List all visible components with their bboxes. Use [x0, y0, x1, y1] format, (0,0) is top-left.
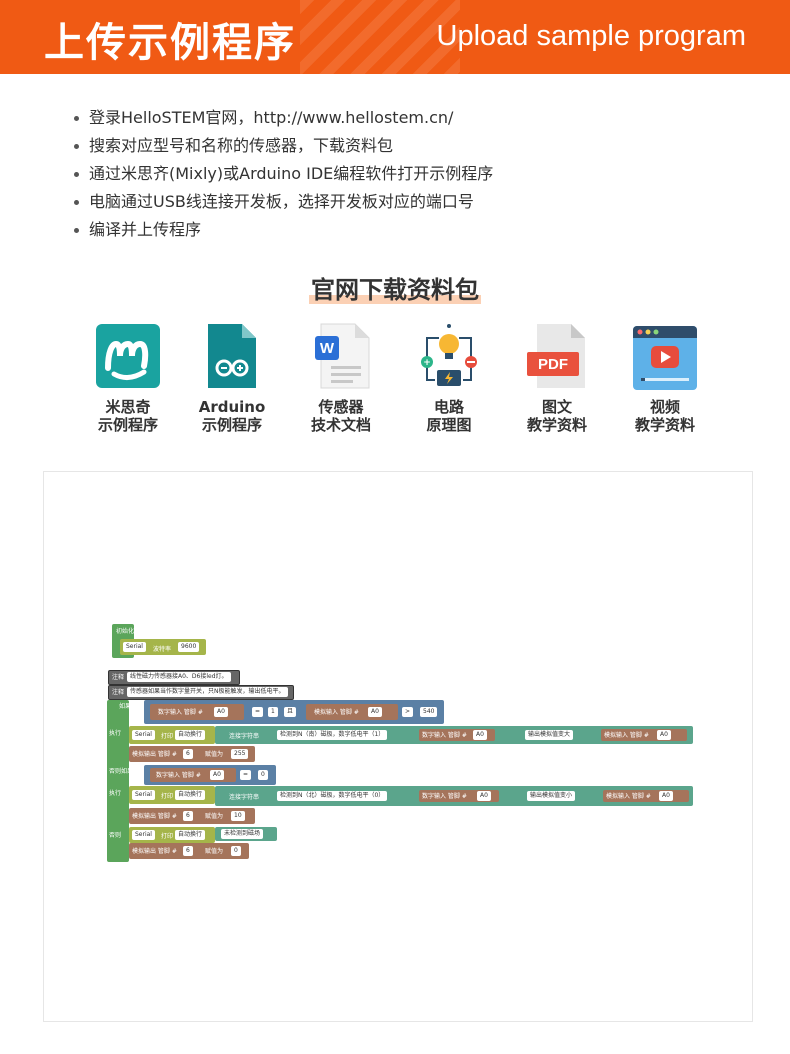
digital-read-block[interactable]: 数字输入 管脚 # A0: [419, 790, 499, 802]
analog-read-block[interactable]: 模拟输入 管脚 # A0: [601, 729, 687, 741]
header-banner: 上传示例程序 Upload sample program: [0, 0, 790, 74]
pdf-icon: PDF: [523, 322, 591, 390]
step-text: 登录HelloSTEM官网，http://www.hellostem.cn/: [89, 108, 454, 127]
header-title-en: Upload sample program: [436, 20, 746, 52]
string-literal-block[interactable]: 未检测到磁场: [215, 827, 277, 841]
step-text: 编译并上传程序: [89, 220, 202, 239]
step-text: 搜索对应型号和名称的传感器，下载资料包: [89, 136, 394, 155]
word-icon-letter: W: [320, 340, 335, 357]
circuit-icon: +: [415, 322, 483, 390]
video-icon: [631, 322, 699, 390]
header-stripes-decoration: [300, 0, 460, 74]
analog-write-block[interactable]: 模拟输出 管脚 # 6 赋值为 255: [129, 746, 255, 762]
download-section-title: 官网下载资料包: [0, 270, 790, 305]
baud-field: 9600: [178, 642, 200, 652]
mixly-icon: [94, 322, 162, 390]
resource-mixly[interactable]: 米思奇示例程序: [68, 322, 188, 434]
bullet-icon: [74, 116, 79, 121]
header-title-cn: 上传示例程序: [44, 20, 296, 66]
if-else-block[interactable]: 如果 执行 否则如果 执行 否则: [107, 700, 133, 862]
step-item: 电脑通过USB线连接开发板，选择开发板对应的端口号: [74, 188, 493, 216]
digital-read-block[interactable]: 数字输入 管脚 # A0: [419, 729, 495, 741]
serial-print-block[interactable]: Serial 打印 自动换行: [129, 786, 215, 804]
bullet-icon: [74, 144, 79, 149]
condition-and-block[interactable]: 数字输入 管脚 # A0 = 1 且 模拟输入 管脚 # A0 > 540: [144, 700, 444, 724]
resource-label: 传感器技术文档: [310, 398, 371, 434]
download-title-text: 官网下载资料包: [309, 276, 481, 304]
condition-eq-block[interactable]: 数字输入 管脚 # A0 = 0: [144, 765, 276, 785]
pdf-icon-text: PDF: [538, 356, 568, 373]
step-item: 通过米思齐(Mixly)或Arduino IDE编程软件打开示例程序: [74, 160, 493, 188]
resource-circuit[interactable]: + 电路原理图: [389, 322, 509, 434]
resource-pdf[interactable]: PDF 图文教学资料: [497, 322, 617, 434]
digital-read-block[interactable]: 数字输入 管脚 # A0: [150, 768, 236, 782]
serial-print-block[interactable]: Serial 打印 自动换行: [129, 827, 215, 843]
digital-read-block[interactable]: 数字输入 管脚 # A0: [150, 704, 244, 720]
comment-block-2[interactable]: 注释 传感器如果当作数字量开关，只N极能触发，输出低电平。: [108, 685, 294, 700]
svg-text:+: +: [423, 358, 431, 368]
concat-string-block[interactable]: 连接字符串 检测到N（北）磁极，数字低电平（0） 数字输入 管脚 # A0 输出…: [215, 786, 693, 806]
concat-string-block[interactable]: 连接字符串 检测到N（南）磁极，数字低电平（1） 数字输入 管脚 # A0 输出…: [215, 726, 693, 744]
serial-begin-block[interactable]: Serial 波特率 9600: [120, 639, 206, 655]
resource-label: 米思奇示例程序: [97, 398, 158, 434]
comment-block-1[interactable]: 注释 线性磁力传感器接A0、D6接led灯。: [108, 670, 240, 685]
bullet-icon: [74, 172, 79, 177]
resource-video[interactable]: 视频教学资料: [605, 322, 725, 434]
bullet-icon: [74, 200, 79, 205]
steps-list: 登录HelloSTEM官网，http://www.hellostem.cn/ 搜…: [74, 104, 493, 244]
step-text: 电脑通过USB线连接开发板，选择开发板对应的端口号: [89, 192, 474, 211]
analog-read-block[interactable]: 模拟输入 管脚 # A0: [306, 704, 398, 720]
analog-read-block[interactable]: 模拟输入 管脚 # A0: [603, 790, 689, 802]
resource-label: 电路原理图: [426, 398, 472, 434]
arduino-icon: [198, 322, 266, 390]
bullet-icon: [74, 228, 79, 233]
resource-doc[interactable]: W 传感器技术文档: [281, 322, 401, 434]
code-preview-panel: 初始化 Serial 波特率 9600 注释 线性磁力传感器接A0、D6接led…: [43, 471, 753, 1022]
analog-write-block[interactable]: 模拟输出 管脚 # 6 赋值为 10: [129, 808, 255, 824]
step-item: 登录HelloSTEM官网，http://www.hellostem.cn/: [74, 104, 493, 132]
step-item: 搜索对应型号和名称的传感器，下载资料包: [74, 132, 493, 160]
step-text: 通过米思齐(Mixly)或Arduino IDE编程软件打开示例程序: [89, 164, 494, 183]
word-doc-icon: W: [307, 322, 375, 390]
serial-field: Serial: [123, 642, 146, 652]
resource-label: 图文教学资料: [526, 398, 587, 434]
step-item: 编译并上传程序: [74, 216, 493, 244]
resource-label: 视频教学资料: [634, 398, 695, 434]
serial-print-block[interactable]: Serial 打印 自动换行: [129, 726, 215, 744]
analog-write-block[interactable]: 模拟输出 管脚 # 6 赋值为 0: [129, 843, 249, 859]
